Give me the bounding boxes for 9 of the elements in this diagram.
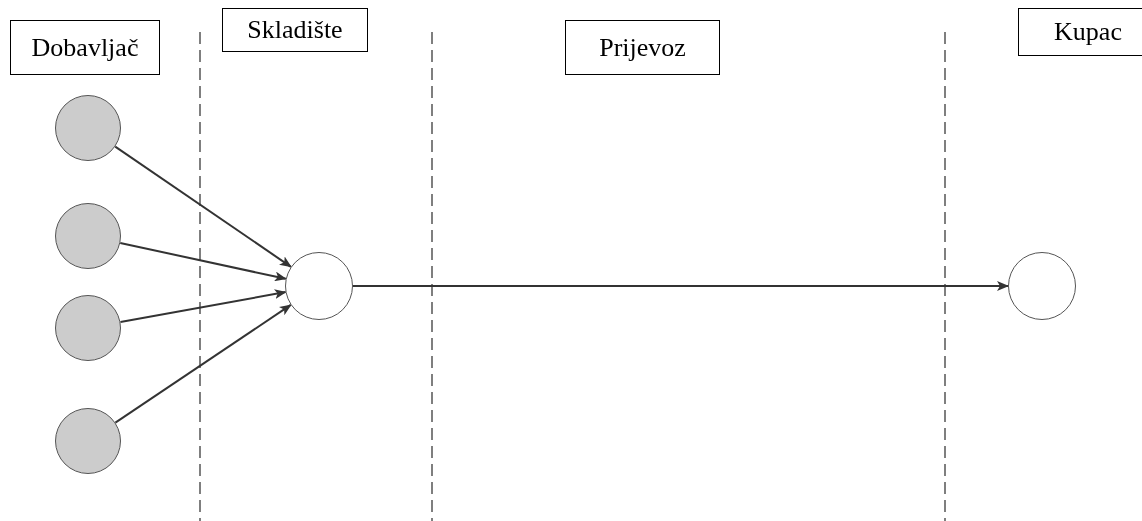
arrow	[114, 145, 292, 268]
arrow	[119, 242, 287, 282]
arrow	[114, 303, 292, 424]
lane-header: Skladište	[222, 8, 368, 52]
lane-header: Prijevoz	[565, 20, 720, 75]
lane-header: Dobavljač	[10, 20, 160, 75]
arrow	[119, 289, 287, 324]
lane-header: Kupac	[1018, 8, 1142, 56]
arrow	[352, 281, 1009, 291]
